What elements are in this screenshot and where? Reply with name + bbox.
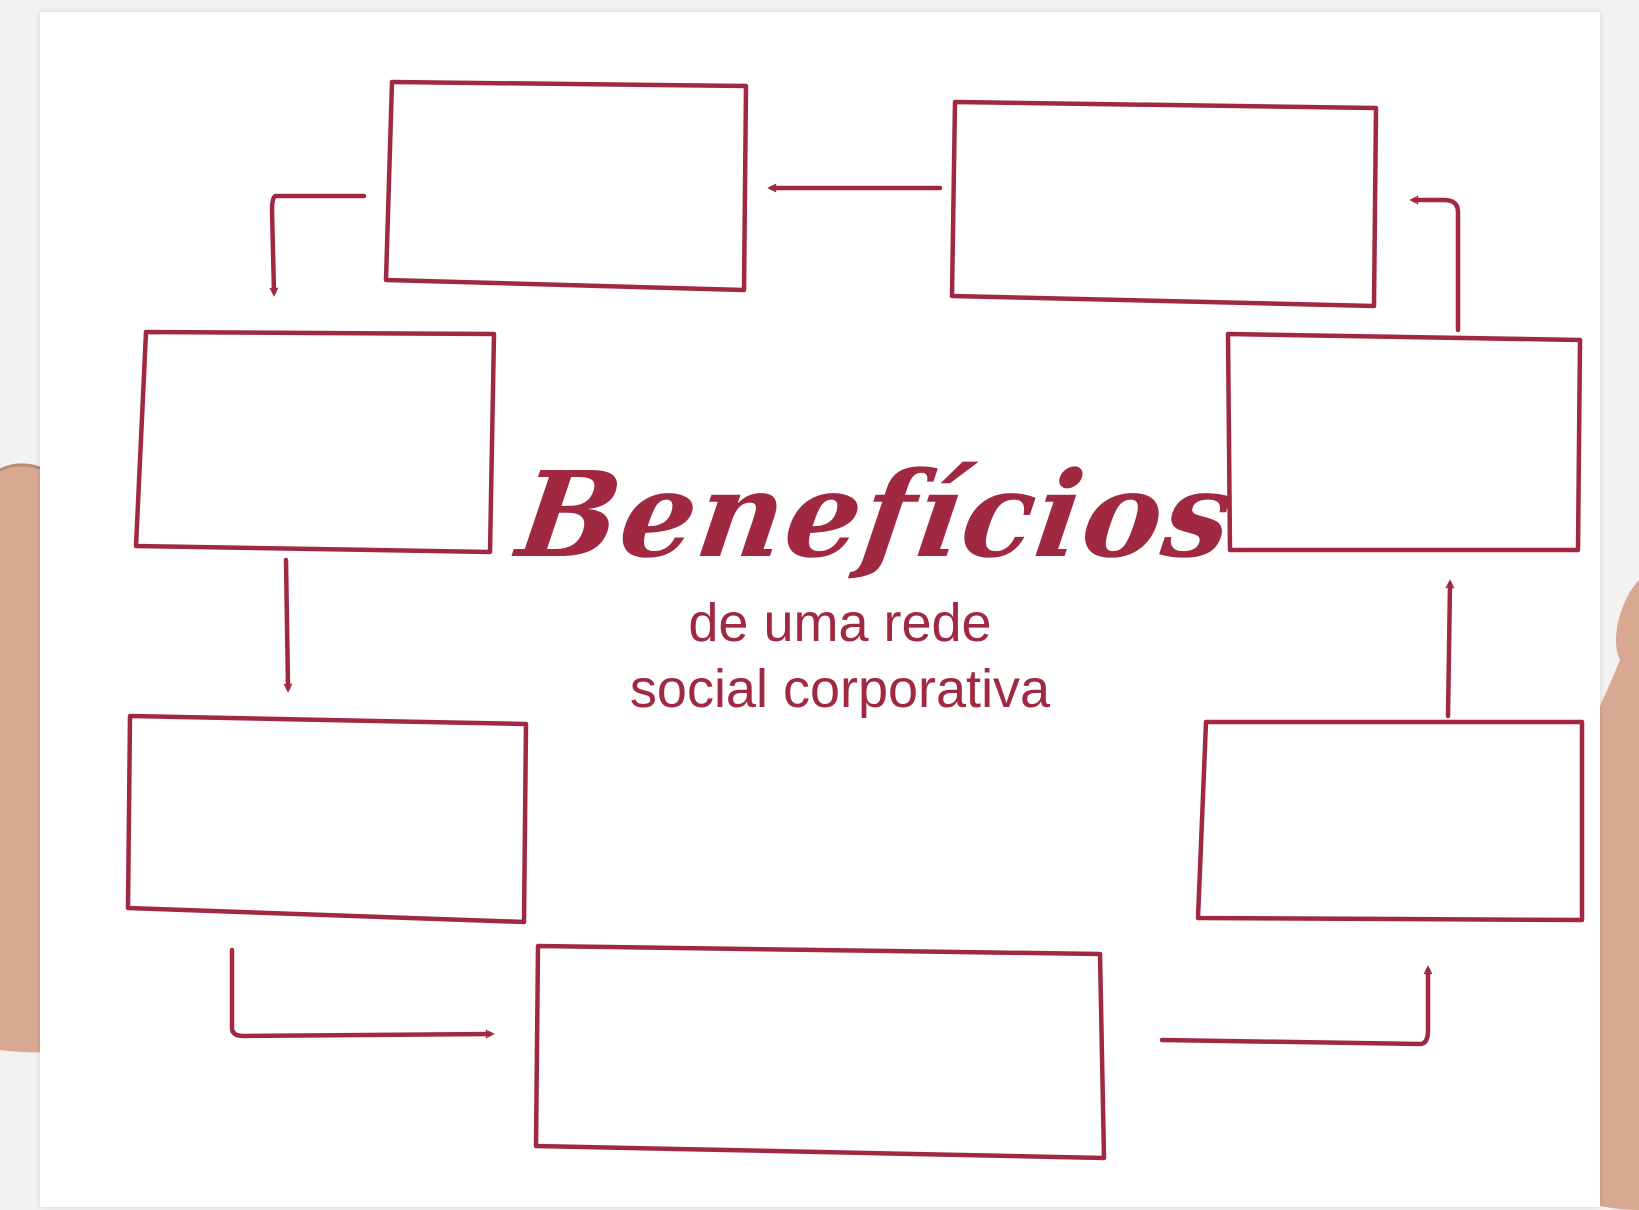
title-block: Benefícios de uma rede social corporativ… <box>510 440 1243 722</box>
arrow-icon <box>229 947 490 1036</box>
diagram-title: Benefícios <box>510 445 1243 584</box>
subtitle-line-2: social corporativa <box>629 659 1051 719</box>
box-left-lower <box>125 713 529 925</box>
box-bottom-center <box>533 943 1107 1161</box>
paper-sheet <box>40 12 1600 1207</box>
subtitle-line-1: de uma rede <box>688 593 992 653</box>
box-top-right <box>949 99 1379 309</box>
box-right-lower <box>1195 719 1585 923</box>
box-left-upper <box>133 329 497 555</box>
arrow-icon <box>272 193 367 292</box>
arrow-icon <box>1414 200 1461 333</box>
arrow-icon <box>1448 584 1450 719</box>
box-right-upper <box>1225 331 1583 553</box>
box-top-center <box>383 79 749 293</box>
arrow-icon <box>1159 970 1428 1047</box>
arrow-icon <box>286 557 288 688</box>
